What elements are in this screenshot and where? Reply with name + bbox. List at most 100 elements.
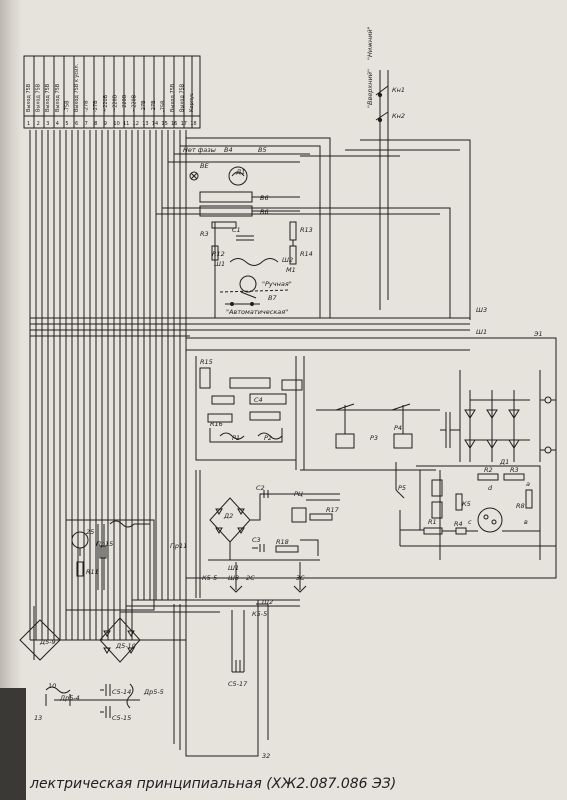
r13-label: R13 — [300, 226, 313, 234]
c3-label: С3 — [252, 536, 261, 544]
pin-table-entry: Выход 75В — [170, 83, 176, 112]
r12-label: R12 — [212, 250, 225, 258]
c2-label: С2 — [256, 484, 265, 492]
k5-label: К5 — [462, 500, 471, 508]
vnizhniy-label: "Нижний" — [366, 26, 374, 60]
pin-table-number: 2 — [37, 121, 40, 127]
p1-label: Р1 — [232, 434, 240, 442]
motor-circuit — [395, 462, 556, 560]
pin-table-entry: Выход 75В — [45, 83, 51, 112]
c4-label: С4 — [254, 396, 263, 404]
pin-table-entry: Корпус — [189, 93, 195, 112]
r11-label: R11 — [86, 568, 99, 576]
c517-label: С5-17 — [228, 680, 248, 688]
sh2-top-label: Ш2 — [282, 256, 293, 264]
pin-table-number: 15 — [161, 121, 167, 127]
pin-table-entry: -75В — [64, 100, 70, 112]
num10-label: 10 — [48, 682, 56, 690]
pin-table-number: 7 — [85, 121, 88, 127]
r15-label: R15 — [200, 358, 213, 366]
r4-label: R4 — [454, 520, 463, 528]
r3-label: R3 — [200, 230, 209, 238]
pin-table-entry: Выход 75В к усил. — [74, 63, 80, 112]
r2-label: R2 — [484, 466, 493, 474]
pin-table-number: 17 — [181, 121, 187, 127]
v7-label: В7 — [268, 294, 277, 302]
pin-table-number: 1 — [27, 121, 30, 127]
avtomaticheskaya-label: "Автоматическая" — [226, 308, 288, 316]
pin-table-number: 16 — [171, 121, 177, 127]
ks5a-label: К5-5 — [202, 574, 217, 582]
left-wire-bundle — [29, 130, 187, 640]
sh1b-label: Ш1 — [228, 564, 239, 572]
pin-table-entry: Выход 75В — [36, 83, 42, 112]
p4-label: Р4 — [394, 424, 402, 432]
sheet-caption: лектрическая принципиальная (ХЖ2.087.086… — [30, 776, 397, 792]
c1-label: С1 — [232, 226, 241, 234]
r16-label: R16 — [210, 420, 223, 428]
c5-label: 2С — [246, 574, 255, 582]
ruchnaya-label: "Ручная" — [262, 280, 292, 288]
pin-table-number: 11 — [123, 121, 129, 127]
d2-label: Д2 — [223, 512, 233, 520]
m1-label: М1 — [286, 266, 296, 274]
num32-label: 32 — [262, 752, 270, 760]
sh1-right-label: Ш1 — [476, 328, 487, 336]
sh2b-label: Ш2 — [262, 598, 273, 606]
vverkh-label: "Вверхний" — [366, 69, 374, 108]
d1-right-label: Д1 — [499, 458, 509, 466]
dr55-label: Др5-5 — [143, 688, 164, 696]
pin-table-number: 10 — [113, 121, 119, 127]
upper-relay-cluster — [189, 166, 300, 318]
r18-label: R18 — [276, 538, 289, 546]
pin-table-number: 9 — [104, 121, 107, 127]
connector-pin-table — [23, 55, 201, 129]
pin-table-text: Выход 75В 1 Выход 75В 2 Выход 75В 3 Выход 75В 4… — [26, 63, 197, 127]
d510-label: Д5-10 — [115, 642, 136, 650]
c514-label: С5-14 — [112, 688, 131, 696]
p3-label: Р3 — [370, 434, 378, 442]
num25-label: 25 — [86, 528, 94, 536]
v5-label: В5 — [258, 146, 267, 154]
ve-label: ВЕ — [200, 162, 209, 170]
v4-label: В4 — [224, 146, 233, 154]
c515-label: С5-15 — [112, 714, 131, 722]
binding-edge — [0, 0, 22, 800]
pin-table-number: 6 — [75, 121, 78, 127]
d1-circle-label: Д1 — [235, 168, 245, 176]
pin-table-number: 4 — [56, 121, 59, 127]
pin-table-entry: ~220В — [122, 94, 128, 112]
pin-table-number: 8 — [94, 121, 97, 127]
pin-table-number: 13 — [142, 121, 148, 127]
pin-table-number: 12 — [133, 121, 139, 127]
r8-label: R8 — [516, 502, 525, 510]
relay-and-bridge-center — [195, 470, 340, 598]
pin-table-entry: ~220В — [103, 94, 109, 112]
pin-table-entry: Выход 75В — [26, 83, 32, 112]
ks5b-label: К5-5 — [252, 610, 267, 618]
scan-dark-edge — [0, 688, 26, 800]
pr11-label: Пр11 — [170, 542, 187, 550]
d59-label: Д5-9 — [39, 638, 56, 646]
v6b-label: В6 — [260, 208, 269, 216]
pin-table-entry: -27В — [151, 100, 157, 112]
b-label: в — [524, 518, 528, 526]
r1-label: R1 — [428, 518, 437, 526]
main-control-block — [185, 337, 557, 579]
pr15-label: Пр15 — [96, 540, 113, 548]
dr54-label: Др5-4 — [59, 694, 80, 702]
p5-label: Р5 — [398, 484, 406, 492]
pin-table-entry: -27В — [141, 100, 147, 112]
pin-table-entry: -27В — [84, 100, 90, 112]
pin-table-entry: ~220В — [112, 94, 118, 112]
pin-table-number: 3 — [46, 121, 49, 127]
pin-table-number: 14 — [152, 121, 158, 127]
c-label: c — [468, 518, 472, 526]
horizontal-bus-lines — [30, 137, 470, 757]
sh3-label: Ш3 — [476, 306, 487, 314]
kn2-label: Кн2 — [392, 112, 405, 120]
v6a-label: В6 — [260, 194, 269, 202]
ru-label: РЦ — [294, 490, 303, 498]
zc-label: 3С — [296, 574, 305, 582]
